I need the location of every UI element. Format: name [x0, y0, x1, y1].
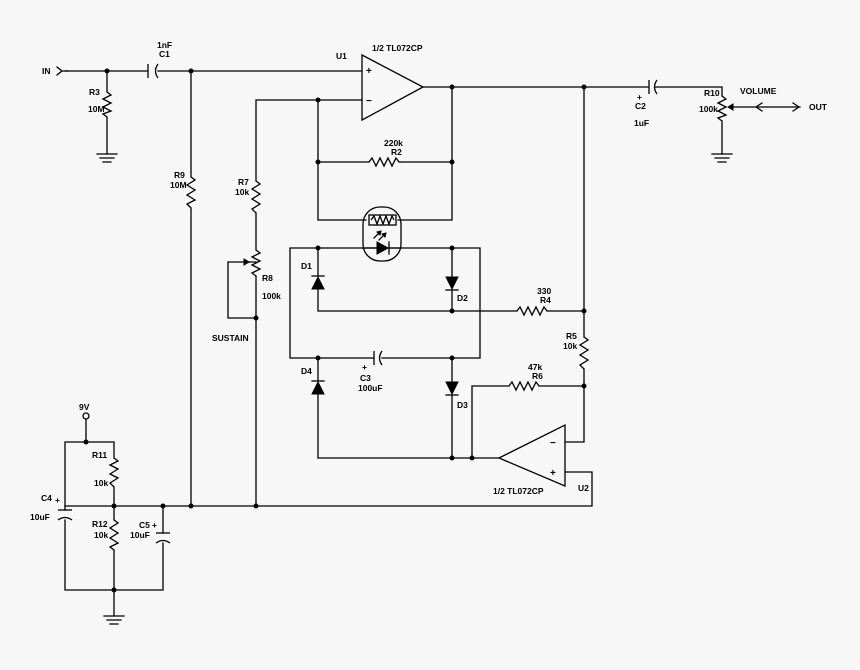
u1-minus-sign: − [366, 96, 372, 107]
u1-part: 1/2 TL072CP [372, 43, 423, 53]
supply-terminal: 9V [79, 402, 90, 420]
c5-plus: + [152, 520, 157, 530]
r8-value: 100k [262, 291, 281, 301]
diode-d1: D1 [301, 261, 325, 290]
capacitor-c3: + C3 100uF [358, 350, 383, 393]
resistor-r6: 47k R6 [508, 362, 543, 392]
d2-label: D2 [457, 293, 468, 303]
d1-label: D1 [301, 261, 312, 271]
r6-value: 47k [528, 362, 542, 372]
input-label: IN [42, 66, 51, 76]
resistor-r5: R5 10k [563, 331, 590, 370]
r9-ref: R9 [174, 170, 185, 180]
r3-value: 10M [88, 104, 105, 114]
c5-ref: C5 [139, 520, 150, 530]
supply-label: 9V [79, 402, 90, 412]
junction-dots [83, 68, 587, 593]
c2-plus: + [637, 92, 642, 102]
r10-ref: R10 [704, 88, 720, 98]
opamp-u1: + − U1 1/2 TL072CP [336, 43, 425, 122]
c4-ref: C4 [41, 493, 52, 503]
c2-ref: C2 [635, 101, 646, 111]
r12-value: 10k [94, 530, 108, 540]
r7-ref: R7 [238, 177, 249, 187]
diode-d3: D3 [445, 381, 468, 410]
c1-ref: C1 [159, 49, 170, 59]
r4-ref: R4 [540, 295, 551, 305]
output-port: OUT [754, 102, 828, 112]
c5-value: 10uF [130, 530, 150, 540]
c3-ref: C3 [360, 373, 371, 383]
resistor-r11: R11 10k [92, 450, 120, 488]
capacitor-c1: 1nF C1 [147, 40, 172, 79]
capacitor-c5: + C5 10uF [130, 520, 171, 544]
resistor-r9: R9 10M [170, 170, 197, 209]
r4-value: 330 [537, 286, 551, 296]
resistor-r2: 220k R2 [368, 138, 403, 168]
resistor-r3: R3 10M [88, 87, 113, 118]
r12-ref: R12 [92, 519, 108, 529]
d4-label: D4 [301, 366, 312, 376]
r3-ref: R3 [89, 87, 100, 97]
diode-d2: D2 [445, 276, 468, 303]
r10-value: 100k [699, 104, 718, 114]
opamp-u2: − + U2 1/2 TL072CP [493, 423, 589, 496]
capacitor-c4: + C4 10uF [30, 493, 73, 522]
c3-plus: + [362, 362, 367, 372]
u1-plus-sign: + [366, 66, 372, 77]
r2-ref: R2 [391, 147, 402, 157]
r11-value: 10k [94, 478, 108, 488]
resistor-r7: R7 10k [235, 177, 262, 214]
u2-ref: U2 [578, 483, 589, 493]
u2-part: 1/2 TL072CP [493, 486, 544, 496]
c2-value: 1uF [634, 118, 649, 128]
u1-ref: U1 [336, 51, 347, 61]
r5-value: 10k [563, 341, 577, 351]
ground-icon-r3 [96, 153, 118, 163]
c1-value: 1nF [157, 40, 172, 50]
optocoupler-icon [362, 206, 402, 262]
c4-value: 10uF [30, 512, 50, 522]
r6-ref: R6 [532, 371, 543, 381]
c4-plus: + [55, 495, 60, 505]
resistor-r12: R12 10k [92, 519, 120, 551]
output-label: OUT [809, 102, 828, 112]
r11-ref: R11 [92, 450, 107, 460]
u2-minus-sign: − [550, 438, 556, 449]
sustain-label: SUSTAIN [212, 333, 249, 343]
wires [64, 70, 801, 617]
volume-label: VOLUME [740, 86, 777, 96]
r8-ref: R8 [262, 273, 273, 283]
r9-value: 10M [170, 180, 187, 190]
u2-plus-sign: + [550, 468, 556, 479]
potentiometer-r8: R8 100k SUSTAIN [212, 249, 281, 343]
capacitor-c2: + C2 1uF [634, 79, 658, 128]
r7-value: 10k [235, 187, 249, 197]
ground-icon-supply [103, 615, 125, 625]
potentiometer-r10: R10 100k VOLUME [699, 86, 777, 122]
d3-label: D3 [457, 400, 468, 410]
r2-value: 220k [384, 138, 403, 148]
resistor-r4: 330 R4 [516, 286, 551, 317]
diode-d4: D4 [301, 366, 325, 395]
ground-icon-volume [711, 153, 733, 163]
r5-ref: R5 [566, 331, 577, 341]
c3-value: 100uF [358, 383, 383, 393]
input-port: IN [42, 66, 69, 76]
